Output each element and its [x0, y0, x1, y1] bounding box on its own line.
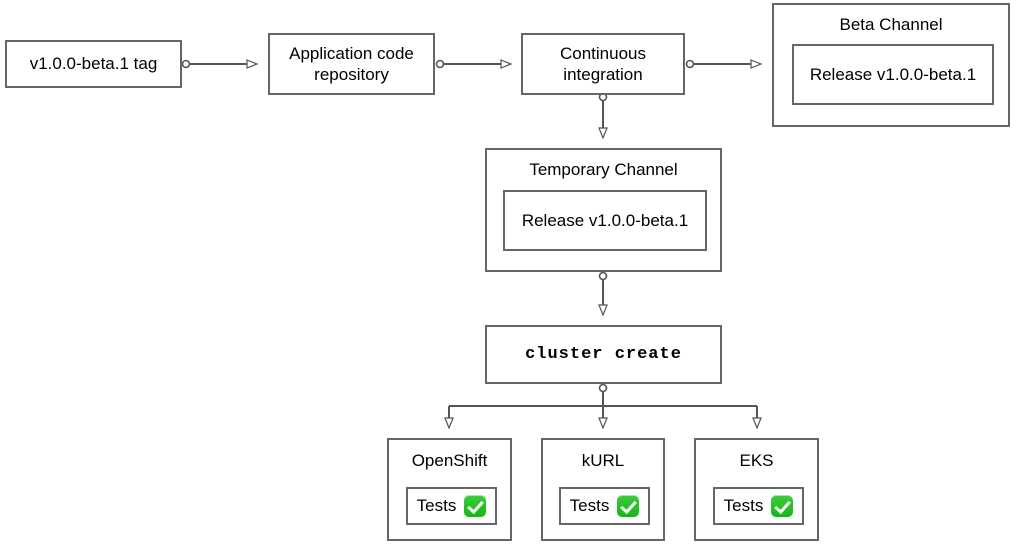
eks-tests-label: Tests	[723, 496, 764, 515]
node-continuous-integration-label-line1: Continuous	[559, 43, 646, 63]
node-eks-title: EKS	[739, 451, 774, 470]
openshift-tests-box[interactable]: Tests	[406, 487, 497, 525]
kurl-tests-label: Tests	[569, 496, 610, 515]
check-mark-green-icon	[464, 495, 487, 517]
node-kurl-title: kURL	[581, 451, 625, 470]
beta-channel-release-label: Release v1.0.0-beta.1	[809, 64, 977, 84]
kurl-tests-box[interactable]: Tests	[559, 487, 650, 525]
node-openshift[interactable]: OpenShift Tests	[387, 438, 512, 541]
node-temporary-channel[interactable]: Temporary Channel Release v1.0.0-beta.1	[485, 148, 722, 272]
beta-channel-release-box[interactable]: Release v1.0.0-beta.1	[792, 44, 994, 105]
check-mark-green-icon	[771, 495, 794, 517]
temporary-channel-release-label: Release v1.0.0-beta.1	[521, 210, 689, 230]
check-mark-green-icon	[617, 495, 640, 517]
node-eks[interactable]: EKS Tests	[694, 438, 819, 541]
node-beta-channel[interactable]: Beta Channel Release v1.0.0-beta.1	[772, 3, 1010, 127]
node-kurl[interactable]: kURL Tests	[541, 438, 665, 541]
node-version-tag[interactable]: v1.0.0-beta.1 tag	[5, 40, 182, 88]
temporary-channel-release-box[interactable]: Release v1.0.0-beta.1	[503, 190, 707, 251]
node-temporary-channel-title: Temporary Channel	[529, 160, 678, 179]
node-cluster-create-command[interactable]: cluster create	[485, 325, 722, 384]
node-beta-channel-title: Beta Channel	[839, 15, 943, 34]
eks-tests-box[interactable]: Tests	[713, 487, 804, 525]
node-application-code-repository[interactable]: Application code repository	[268, 33, 435, 95]
node-openshift-title: OpenShift	[411, 451, 488, 470]
node-continuous-integration-label-line2: integration	[563, 65, 643, 84]
openshift-tests-label: Tests	[416, 496, 457, 515]
node-version-tag-label: v1.0.0-beta.1 tag	[29, 54, 158, 74]
node-cluster-create-label: cluster create	[525, 344, 682, 364]
node-continuous-integration[interactable]: Continuous integration	[521, 33, 685, 95]
node-application-code-repository-label-line1: Application code	[289, 43, 414, 63]
node-application-code-repository-label-line2: repository	[314, 65, 389, 84]
